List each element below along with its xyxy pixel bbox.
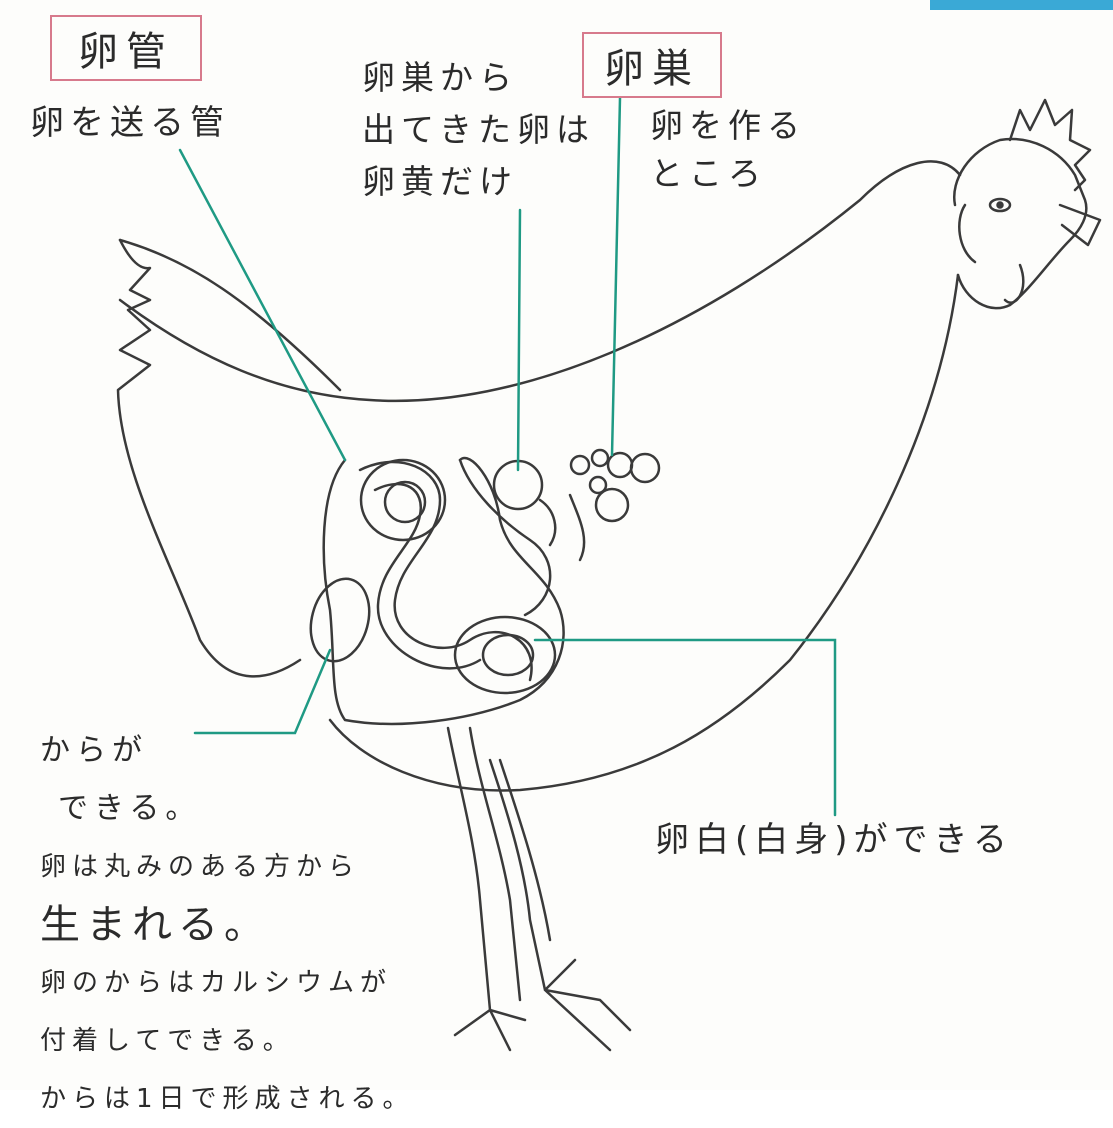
hen-beak [1058,203,1102,247]
hen-back-outline [118,160,962,403]
ovary-term-box: 卵巣 [582,32,722,98]
oviduct-term-box: 卵管 [50,15,202,81]
ovary-follicle [594,487,630,523]
hen-leg-left [446,726,527,1052]
hen-drawing [116,96,1102,1052]
ovary-follicle [629,452,661,484]
ovary-term: 卵巣 [604,46,700,92]
ovary-desc-line: 卵を作る [650,106,806,145]
magnum-egg-outer [359,458,447,542]
albumen-leader-line [533,638,837,817]
shell-note-line: 付着してできる。 [40,1026,295,1056]
hen-leg-right [488,758,632,1052]
ovary-follicle [606,451,634,479]
shell-note-line: 生まれる。 [40,902,270,948]
shell-note-line: 卵は丸みのある方から [40,852,361,882]
ovary-leader-line [610,96,622,457]
hen-breast-outline [328,273,960,792]
shell-note-line: できる。 [58,791,202,826]
hen-cheek [958,203,977,264]
shell-gland-egg [309,577,371,663]
albumen-note: 卵白(白身)ができる [655,820,1013,860]
ovary-description: 卵を作る ところ [650,102,806,198]
hen-wattle [1003,263,1025,304]
oviduct-term: 卵管 [78,29,174,75]
shell-note-line: からは1日で形成される。 [40,1084,415,1114]
shell-note-line: からが [40,733,148,768]
yolk-leader-line [516,208,522,472]
yolk-note-line: 出てきた卵は [362,110,596,149]
diagram-canvas: 卵管 卵を送る管 卵巣 卵を作る ところ 卵巣から 出てきた卵は 卵黄だけ から… [30,0,1113,1114]
shell-leader-line [193,648,332,735]
ovary-desc-line: ところ [650,154,767,193]
hen-eye [988,197,1012,213]
top-accent-band [930,0,1113,10]
oviduct-tube-outer [358,460,533,682]
hen-cavity-outline [322,456,565,726]
oviduct-tube-inner [373,482,482,670]
oviduct-curve [458,458,552,617]
ovary-follicle [569,454,591,476]
hen-tail-outline [116,238,302,678]
oviduct-description: 卵を送る管 [30,103,230,143]
yolk-note: 卵巣から 出てきた卵は 卵黄だけ [362,52,595,208]
oviduct-leader-line [178,148,347,462]
hen-comb [1008,98,1092,192]
hen-tail-upper [118,238,342,392]
ovary-follicle [590,448,610,468]
yolk-note-line: 卵巣から [362,58,518,97]
hen-head-outline [952,137,1088,310]
ovary-follicle [588,475,608,495]
magnum-egg-inner [383,480,427,524]
shell-note-line: 卵のからはカルシウムが [40,968,393,998]
albumen-egg-inner [481,633,535,677]
albumen-egg-outer [453,615,557,695]
shell-note: からが できる。 卵は丸みのある方から 生まれる。 卵のからはカルシウムが 付着… [40,722,415,1128]
yolk-note-line: 卵黄だけ [362,162,518,201]
